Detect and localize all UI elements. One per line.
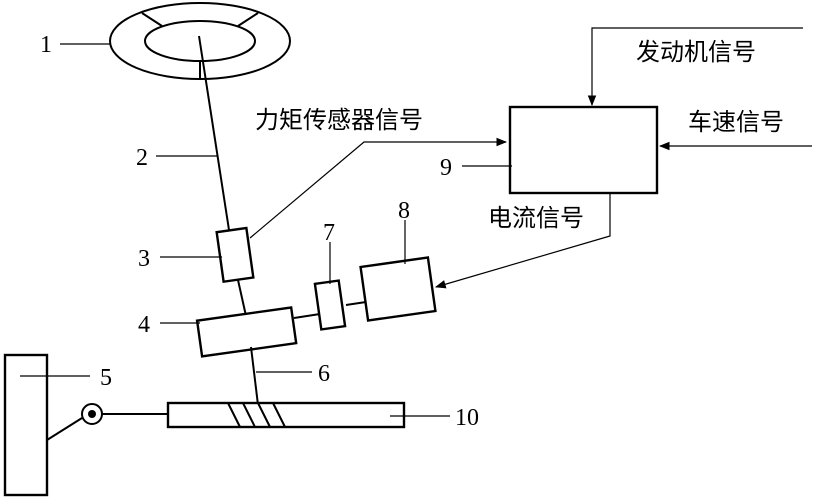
- motor-shaft: [293, 301, 367, 319]
- pinion-shaft: [250, 346, 259, 406]
- steering-rack: [166, 401, 406, 429]
- reduction-gear: [195, 306, 298, 358]
- current-signal-label: 电流信号: [488, 204, 584, 232]
- current-signal-line: [434, 193, 611, 289]
- callout-1: 1: [40, 32, 52, 58]
- engine-signal-line: [587, 27, 803, 107]
- callout-7: 7: [323, 220, 335, 246]
- engine-signal-label: 发动机信号: [636, 38, 756, 66]
- road-wheel: [3, 353, 168, 497]
- callout-10: 10: [455, 405, 479, 431]
- torque-signal-label: 力矩传感器信号: [255, 106, 423, 134]
- callout-5: 5: [100, 365, 112, 391]
- electric-motor: [359, 256, 437, 322]
- torque-signal-line: [249, 137, 508, 239]
- vehicle-speed-signal-label: 车速信号: [688, 108, 784, 136]
- torque-sensor: [215, 226, 255, 284]
- callout-9: 9: [440, 155, 452, 181]
- callout-leaders: [20, 43, 512, 417]
- callout-4: 4: [138, 312, 150, 338]
- callout-8: 8: [398, 198, 410, 224]
- steering-wheel: [109, 2, 291, 80]
- steering-shaft: [198, 35, 247, 317]
- ecu-box: [508, 105, 659, 195]
- callout-2: 2: [136, 145, 148, 171]
- callout-6: 6: [318, 361, 330, 387]
- clutch: [313, 279, 347, 331]
- callout-3: 3: [138, 246, 150, 272]
